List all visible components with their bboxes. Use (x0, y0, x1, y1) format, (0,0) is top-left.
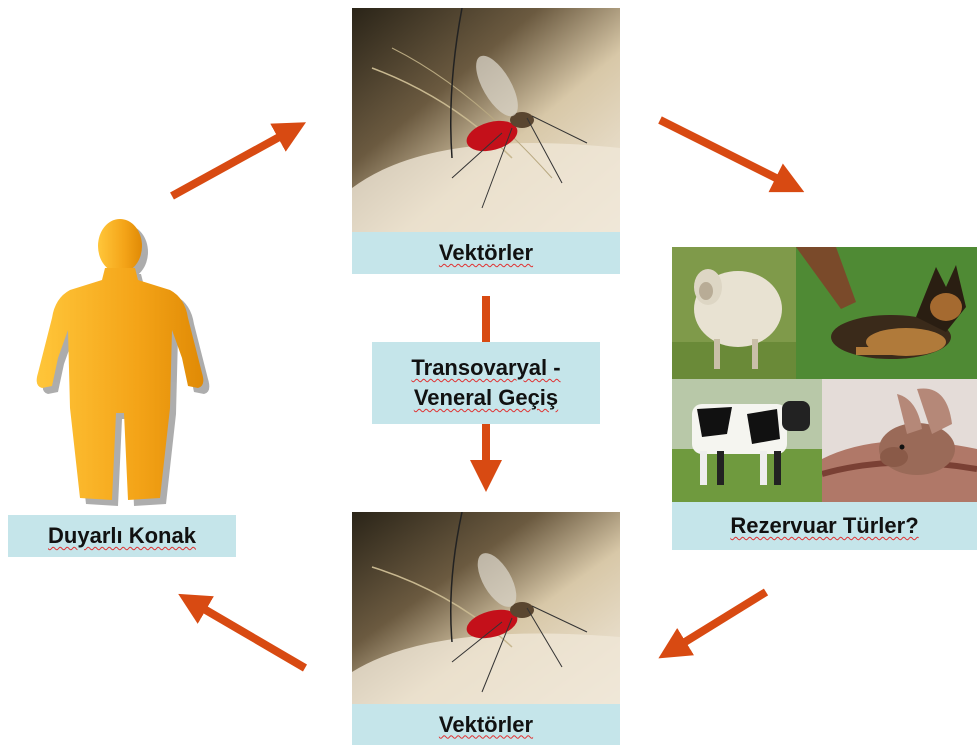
vector-label-bottom: Vektörler (352, 704, 620, 745)
vector-label-top: Vektörler (352, 232, 620, 274)
transmission-line2: Veneral Geçiş (414, 383, 558, 413)
human-silhouette-icon (20, 218, 220, 518)
mosquito-photo-top (352, 8, 620, 232)
reservoir-label: Rezervuar Türler? (672, 502, 977, 550)
transmission-line1: Transovaryal - (411, 353, 560, 383)
dog-photo (796, 247, 977, 379)
host-label: Duyarlı Konak (8, 515, 236, 557)
arrow-reservoir-to-vector (672, 592, 766, 650)
arrow-vector-to-host (192, 602, 305, 668)
cow-photo (672, 379, 822, 502)
transmission-label: Transovaryal - Veneral Geçiş (372, 342, 600, 424)
arrow-vector-to-reservoir (660, 120, 790, 185)
bat-photo (822, 379, 977, 502)
sheep-photo (672, 247, 796, 379)
mosquito-photo-bottom (352, 512, 620, 704)
arrow-host-to-vector (172, 130, 292, 196)
reservoir-photos (672, 247, 977, 502)
